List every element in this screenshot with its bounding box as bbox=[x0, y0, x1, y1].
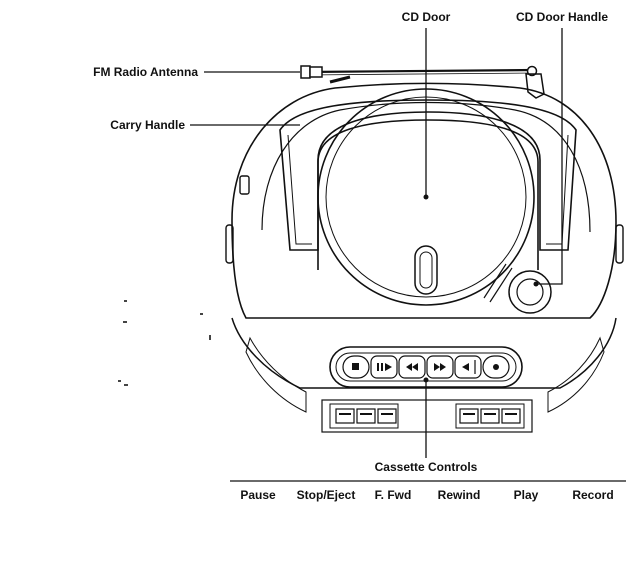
antenna-base-mark bbox=[329, 75, 351, 84]
label-record: Record bbox=[572, 488, 613, 502]
skip-forward-icon[interactable] bbox=[426, 355, 454, 379]
front-grill-left bbox=[245, 336, 307, 413]
label-cassette-controls: Cassette Controls bbox=[375, 460, 478, 474]
cassette-pointer-dot bbox=[423, 377, 429, 383]
record-dot-icon[interactable] bbox=[482, 355, 510, 379]
leader-cd-door-handle bbox=[537, 28, 563, 285]
carry-handle-inner bbox=[287, 134, 312, 245]
stop-icon[interactable] bbox=[342, 355, 370, 379]
cassette-key-pause[interactable] bbox=[335, 408, 355, 424]
cassette-keys-right bbox=[455, 403, 525, 429]
antenna-rod-edge bbox=[304, 72, 535, 76]
body-outline bbox=[231, 82, 617, 319]
cd-handle-arm bbox=[489, 267, 513, 303]
front-grill-right bbox=[547, 336, 605, 413]
cd-lid-slot-inner bbox=[419, 251, 433, 289]
antenna-mount bbox=[525, 73, 545, 99]
cassette-key-play[interactable] bbox=[480, 408, 500, 424]
fm-antenna bbox=[300, 65, 545, 99]
label-stop-eject: Stop/Eject bbox=[297, 488, 356, 502]
mode-icon[interactable] bbox=[454, 355, 482, 379]
label-cd-door: CD Door bbox=[402, 10, 451, 24]
front-panel-outline bbox=[231, 317, 617, 389]
skip-back-icon[interactable] bbox=[398, 355, 426, 379]
antenna-rod bbox=[304, 68, 535, 74]
play-pause-icon[interactable] bbox=[370, 355, 398, 379]
cd-lid-slot bbox=[414, 245, 438, 295]
carry-handle-inner-right bbox=[546, 134, 569, 245]
side-knob-left bbox=[225, 224, 234, 264]
label-play: Play bbox=[514, 488, 539, 502]
side-clip-left bbox=[239, 175, 250, 195]
carry-handle-outer bbox=[279, 99, 577, 251]
label-pause: Pause bbox=[240, 488, 276, 502]
label-fm-radio-antenna: FM Radio Antenna bbox=[93, 65, 198, 79]
cassette-key-fast-forward[interactable] bbox=[377, 408, 397, 424]
cd-handle-outer bbox=[508, 270, 552, 314]
boombox-body bbox=[225, 82, 624, 319]
cassette-keys-left bbox=[329, 403, 399, 429]
cd-well bbox=[317, 119, 539, 270]
callout-labels: CD Door CD Door Handle FM Radio Antenna … bbox=[93, 10, 608, 474]
label-carry-handle: Carry Handle bbox=[110, 118, 185, 132]
cd-door-pointer-dot bbox=[423, 194, 429, 200]
label-rewind: Rewind bbox=[438, 488, 481, 502]
front-panel bbox=[118, 300, 617, 433]
antenna-segment bbox=[309, 66, 323, 78]
cassette-key-record[interactable] bbox=[501, 408, 521, 424]
label-cd-door-handle: CD Door Handle bbox=[516, 10, 608, 24]
body-inner-contour bbox=[261, 101, 591, 233]
cassette-key-rewind[interactable] bbox=[459, 408, 479, 424]
scan-specks bbox=[118, 300, 211, 386]
cassette-key-stop-eject[interactable] bbox=[356, 408, 376, 424]
cd-door-handle bbox=[483, 263, 552, 314]
leader-lines bbox=[190, 28, 626, 482]
cd-handle-arm-edge bbox=[483, 263, 507, 299]
side-knob-right bbox=[615, 224, 624, 264]
cd-handle-inner bbox=[516, 278, 544, 306]
label-fast-forward: F. Fwd bbox=[375, 488, 412, 502]
cassette-deck bbox=[321, 399, 533, 433]
antenna-tip bbox=[300, 65, 311, 79]
cassette-button-labels: Pause Stop/Eject F. Fwd Rewind Play Reco… bbox=[240, 488, 613, 502]
cd-handle-pointer-dot bbox=[533, 281, 539, 287]
